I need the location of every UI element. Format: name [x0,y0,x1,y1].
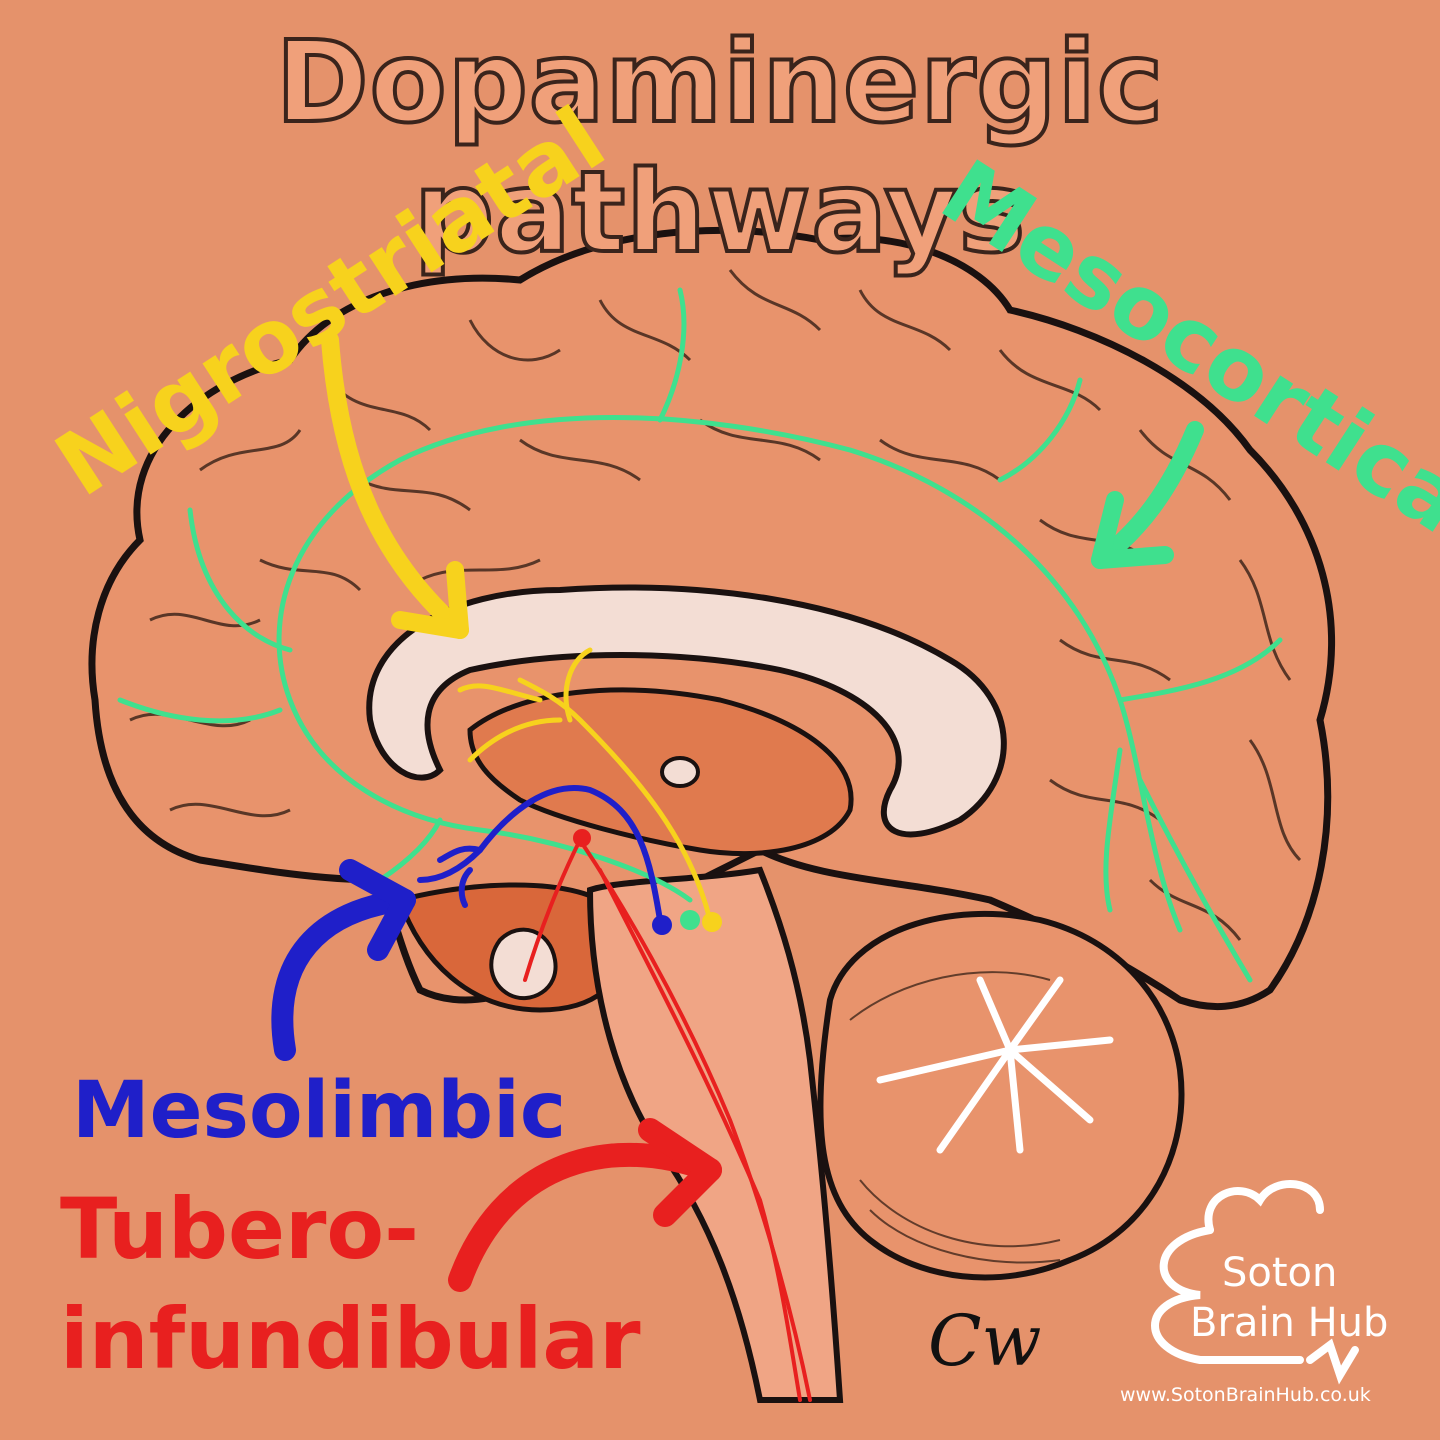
interthalamic-adhesion [660,756,700,788]
mesolimbic-arrow [271,859,416,1061]
mesocortical-node [680,910,700,930]
tuberoinfundibular-arrow [448,1118,722,1292]
brand-name-line1: Soton [1222,1250,1338,1296]
brand-name-line2: Brain Hub [1190,1300,1389,1346]
nigrostriatal-node [702,912,722,932]
artist-signature: Cw [928,1300,1042,1382]
mesolimbic-label: Mesolimbic [72,1066,567,1156]
nigrostriatal-arrow [321,331,469,639]
cerebellum-folia [849,971,1061,1264]
tuberoinfundibular-node [573,829,591,847]
corpus-callosum [366,584,1007,838]
brand-logo-icon [1151,1180,1359,1385]
tuberoinfundibular-path [523,838,812,1402]
mesolimbic-path [417,785,663,923]
nigrostriatal-path [457,647,713,923]
mesocortical-arrow [1091,421,1204,569]
brand-url: www.SotonBrainHub.co.uk [1120,1384,1371,1406]
pituitary [489,927,558,1001]
cerebellum [817,911,1185,1281]
mesocortical-path [117,287,1283,983]
mesolimbic-node [652,915,672,935]
tuberoinfundibular-label-line2: infundibular [60,1290,641,1388]
arbor-vitae [876,976,1114,1154]
page-title: Dopaminergic pathways [274,16,1166,280]
tuberoinfundibular-label-line1: Tubero- [60,1180,419,1278]
